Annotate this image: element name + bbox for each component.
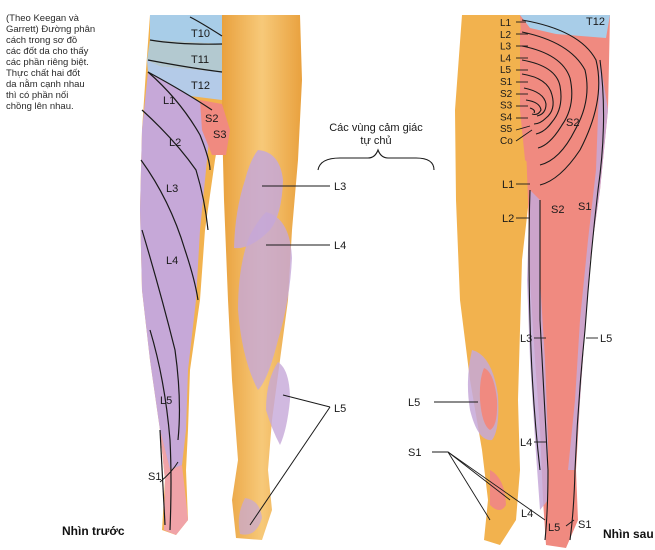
back-label-l5-left: L5 xyxy=(408,397,420,409)
back-top-label: Co xyxy=(500,136,513,147)
back-top-label: S4 xyxy=(500,112,513,123)
back-label-l5-bottom: L5 xyxy=(548,522,560,534)
front-caption: Nhìn trước xyxy=(62,524,125,538)
front-label-t11: T11 xyxy=(191,54,209,66)
front-label-l1: L1 xyxy=(163,95,175,107)
back-label-l3: L3 xyxy=(520,333,532,345)
front-label-l3: L3 xyxy=(166,183,178,195)
back-top-label: S1 xyxy=(500,77,513,88)
back-top-label: L3 xyxy=(500,42,512,53)
back-top-label: L4 xyxy=(500,53,512,64)
back-top-label: L5 xyxy=(500,65,512,76)
back-label-l5-right: L5 xyxy=(600,333,612,345)
autonomous-title-line2: tự chủ xyxy=(360,135,391,147)
back-label-s1-mid: S1 xyxy=(578,201,591,213)
front-label-t10: T10 xyxy=(191,28,210,40)
autonomous-label-l5: L5 xyxy=(334,403,346,415)
front-label-l4: L4 xyxy=(166,255,178,267)
autonomous-brace xyxy=(318,150,434,170)
front-label-t12: T12 xyxy=(191,80,210,92)
back-top-label: L1 xyxy=(500,18,512,29)
back-top-label: S3 xyxy=(500,101,513,112)
back-label-s1-bottom: S1 xyxy=(578,519,591,531)
autonomous-label-l4: L4 xyxy=(334,240,346,252)
back-caption: Nhìn sau xyxy=(603,527,654,541)
front-label-s3: S3 xyxy=(213,129,226,141)
back-label-s1-left: S1 xyxy=(408,447,421,459)
back-label-l1: L1 xyxy=(502,179,514,191)
back-label-s2-mid: S2 xyxy=(551,204,564,216)
front-label-l2: L2 xyxy=(169,137,181,149)
back-label-s2-upper: S2 xyxy=(566,117,579,129)
back-top-label: L2 xyxy=(500,30,512,41)
back-top-label: S5 xyxy=(500,124,513,135)
back-top-label: S2 xyxy=(500,89,513,100)
autonomous-title-line1: Các vùng cảm giác xyxy=(329,122,423,134)
back-label-l4: L4 xyxy=(520,437,532,449)
back-label-l2: L2 xyxy=(502,213,514,225)
back-label-l4-bottom: L4 xyxy=(521,508,533,520)
front-label-l5: L5 xyxy=(160,395,172,407)
front-view: T10 T11 T12 L1 L2 L3 L4 L5 S1 S2 S3 L3 L… xyxy=(62,15,434,540)
back-label-t12: T12 xyxy=(586,16,605,28)
front-label-s1: S1 xyxy=(148,471,161,483)
autonomous-label-l3: L3 xyxy=(334,181,346,193)
front-label-s2: S2 xyxy=(205,113,218,125)
